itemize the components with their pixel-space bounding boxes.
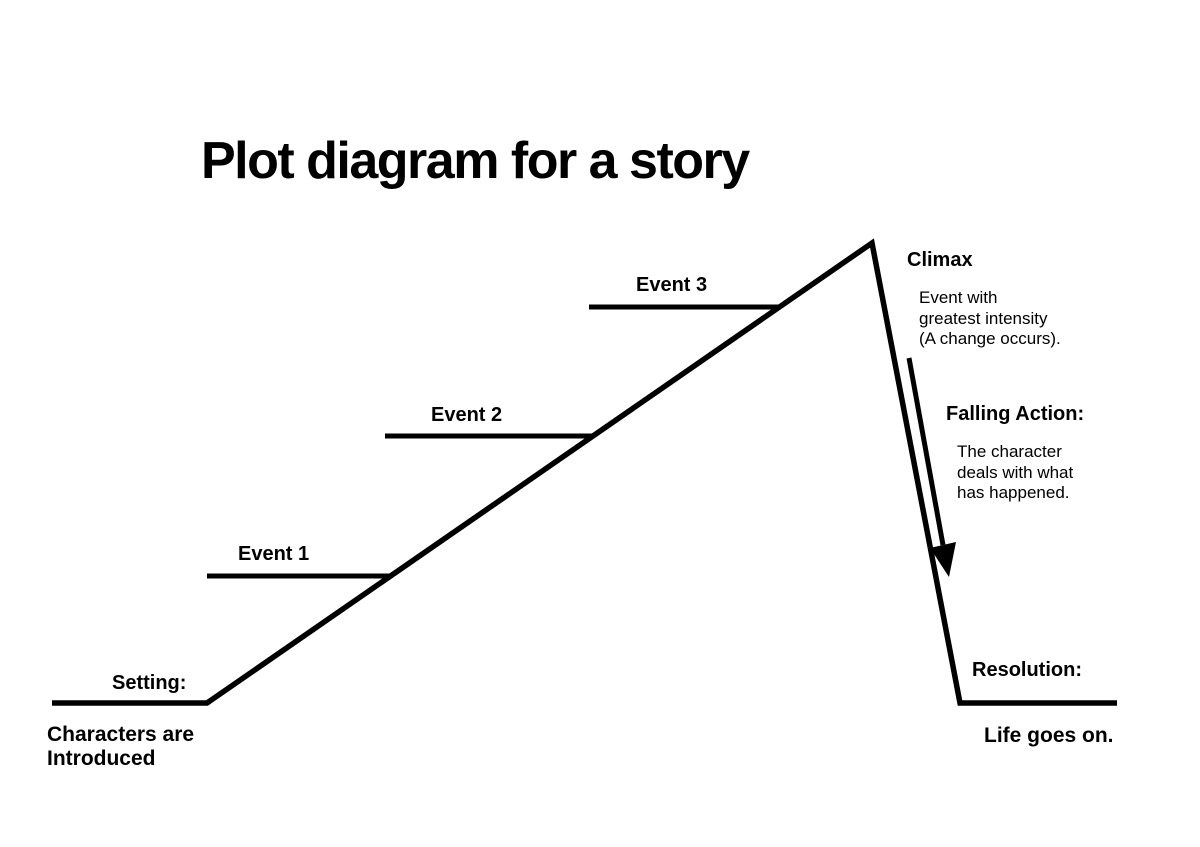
climax-label: Climax [907,249,973,271]
falling-action-arrow [906,357,956,577]
plot-arc-line [52,238,1117,706]
falling-action-arrow-shaft [906,357,946,546]
resolution-caption: Life goes on. [984,724,1114,747]
diagram-title: Plot diagram for a story [201,132,750,190]
falling-action-label: Falling Action: [946,403,1085,425]
falling-action-description: The character deals with what has happen… [957,442,1074,502]
falling-action-arrowhead [930,542,956,577]
resolution-label: Resolution: [972,659,1082,681]
climax-description: Event with greatest intensity (A change … [919,288,1061,348]
event-3-label: Event 3 [636,274,708,296]
setting-caption: Characters are Introduced [47,723,195,770]
event-1-label: Event 1 [238,543,310,565]
event-2-label: Event 2 [431,404,503,426]
setting-label: Setting: [112,672,187,694]
